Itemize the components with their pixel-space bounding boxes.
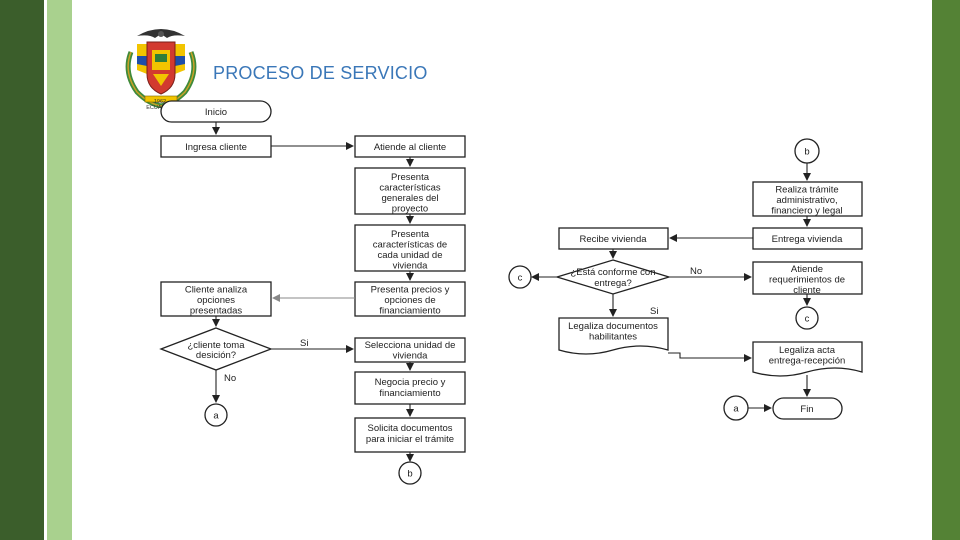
ingresa-cliente-box: Ingresa cliente: [160, 135, 272, 158]
solicita-line-2: para iniciar el trámite: [366, 434, 454, 445]
connector-b-right: b: [794, 138, 820, 164]
negocia-line-2: financiamiento: [379, 388, 440, 399]
presenta-generales-line-1: Presenta: [391, 172, 430, 183]
selecciona-line-2: vivienda: [393, 351, 429, 362]
negocia-line-1: Negocia precio y: [375, 377, 446, 388]
atiende-requerimientos-box: Atiende requerimientos de cliente: [752, 261, 863, 296]
legaliza-acta-shape: Legaliza acta entrega-recepción: [752, 341, 863, 377]
decision-toma-line-2: desición?: [196, 350, 236, 361]
connector-a-left-label: a: [213, 411, 219, 422]
analiza-line-3: presentadas: [190, 306, 243, 317]
entrega-vivienda-label: Entrega vivienda: [772, 234, 843, 245]
fin-terminal: Fin: [772, 397, 843, 420]
recibe-vivienda-label: Recibe vivienda: [579, 234, 647, 245]
start-terminal: Inicio: [160, 100, 272, 123]
connector-a-left: a: [204, 403, 228, 427]
selecciona-unidad-box: Selecciona unidad de vivienda: [354, 337, 466, 363]
connector-c-left-label: c: [518, 273, 523, 284]
ingresa-cliente-label: Ingresa cliente: [185, 142, 247, 153]
decision-no-label: No: [224, 373, 236, 384]
connector-c-left: c: [508, 265, 532, 289]
presenta-unidad-line-1: Presenta: [391, 229, 430, 240]
solicita-documentos-box: Solicita documentos para iniciar el trám…: [354, 417, 466, 453]
selecciona-line-1: Selecciona unidad de: [365, 340, 456, 351]
left-band-light: [47, 0, 72, 540]
decision-conforme-no-label: No: [690, 266, 702, 277]
presenta-unidad-line-4: vivienda: [393, 261, 429, 272]
university-emblem: [117, 22, 205, 109]
requerimientos-line-3: cliente: [793, 285, 820, 296]
entrega-vivienda-box: Entrega vivienda: [752, 227, 863, 250]
precios-line-1: Presenta precios y: [371, 285, 450, 296]
tramite-line-3: financiero y legal: [771, 206, 842, 217]
fin-label: Fin: [800, 404, 813, 415]
decision-conforme-line-1: ¿Está conforme con: [570, 267, 655, 278]
connector-a-right: a: [723, 395, 749, 421]
decision-toma-line-1: ¿cliente toma: [187, 340, 245, 351]
cliente-analiza-box: Cliente analiza opciones presentadas: [160, 281, 272, 317]
presenta-unidad-box: Presenta características de cada unidad …: [354, 224, 466, 272]
decision-conforme-si-label: Si: [650, 306, 658, 317]
legaliza-documentos-shape: Legaliza documentos habilitantes: [558, 317, 669, 355]
left-band-dark: [0, 0, 44, 540]
presenta-generales-box: Presenta características generales del p…: [354, 167, 466, 215]
tramite-line-2: administrativo,: [776, 195, 837, 206]
precios-line-3: financiamiento: [379, 306, 440, 317]
decision-si-label: Si: [300, 338, 308, 349]
atiende-cliente-box: Atiende al cliente: [354, 135, 466, 158]
presenta-unidad-line-2: características de: [373, 240, 447, 251]
legaliza-acta-line-1: Legaliza acta: [779, 345, 836, 356]
analiza-line-2: opciones: [197, 295, 235, 306]
realiza-tramite-box: Realiza trámite administrativo, financie…: [752, 181, 863, 217]
connector-c-below: c: [795, 306, 819, 330]
connector-b-left: b: [398, 461, 422, 485]
legaliza-docs-line-1: Legaliza documentos: [568, 321, 658, 332]
decision-conforme-diamond: ¿Está conforme con entrega?: [554, 259, 672, 295]
recibe-vivienda-box: Recibe vivienda: [558, 227, 669, 250]
arrow-docs-acta: [668, 352, 752, 362]
presenta-generales-line-3: generales del: [381, 193, 438, 204]
requerimientos-line-1: Atiende: [791, 264, 823, 275]
presenta-generales-line-2: características: [379, 183, 440, 194]
presenta-precios-box: Presenta precios y opciones de financiam…: [354, 281, 466, 317]
presenta-generales-line-4: proyecto: [392, 204, 428, 215]
decision-toma-diamond: ¿cliente toma desición?: [159, 327, 273, 371]
decision-conforme-line-2: entrega?: [594, 278, 632, 289]
connector-b-left-label: b: [407, 469, 412, 480]
atiende-cliente-label: Atiende al cliente: [374, 142, 446, 153]
solicita-line-1: Solicita documentos: [367, 423, 452, 434]
tramite-line-1: Realiza trámite: [775, 185, 838, 196]
right-band: [932, 0, 960, 540]
start-label: Inicio: [205, 107, 227, 118]
connector-c-below-label: c: [805, 314, 810, 325]
precios-line-2: opciones de: [384, 295, 435, 306]
connector-b-right-label: b: [804, 147, 809, 158]
emblem-country: ECUADOR: [146, 105, 174, 111]
connector-a-right-label: a: [733, 404, 739, 415]
analiza-line-1: Cliente analiza: [185, 285, 248, 296]
legaliza-acta-line-2: entrega-recepción: [769, 356, 846, 367]
emblem-caption: 1962 ECUADOR: [140, 99, 180, 111]
legaliza-docs-line-2: habilitantes: [589, 332, 637, 343]
emblem-year: 1962: [153, 99, 167, 105]
presenta-unidad-line-3: cada unidad de: [378, 250, 443, 261]
page-title: PROCESO DE SERVICIO: [213, 63, 428, 83]
requerimientos-line-2: requerimientos de: [769, 275, 845, 286]
negocia-precio-box: Negocia precio y financiamiento: [354, 371, 466, 405]
